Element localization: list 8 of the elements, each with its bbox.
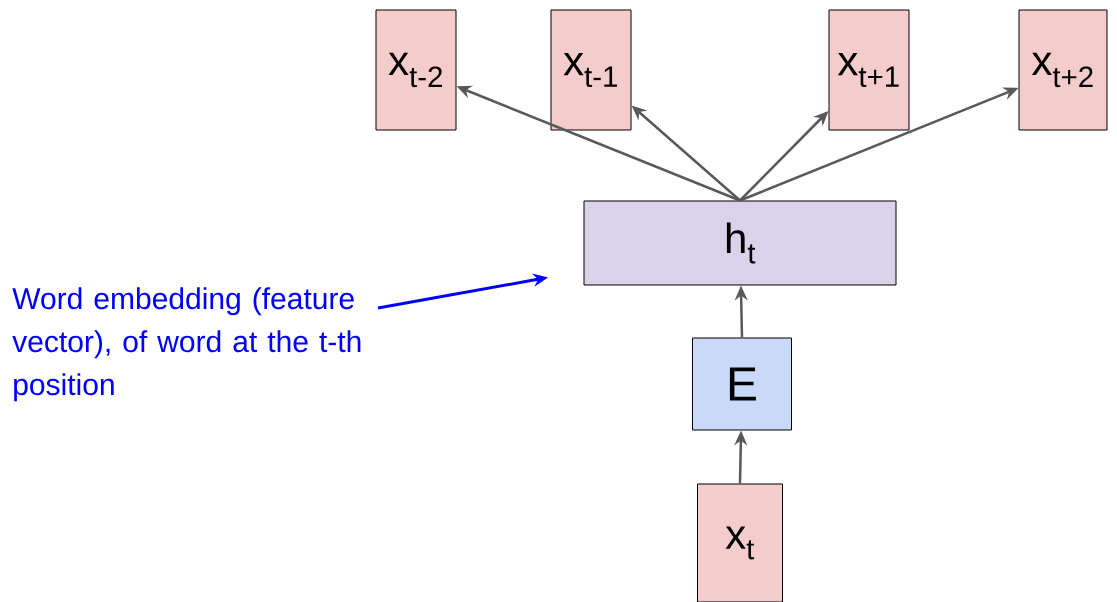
word-box: x$_{t-2}$ bbox=[375, 9, 457, 131]
annotation-text: Word embedding (feature vector), of word at the t-th position bbox=[12, 287, 361, 402]
word-box: x$_{t}$ bbox=[697, 483, 783, 602]
word-box: x$_{t+1}$ bbox=[828, 9, 910, 131]
word-box: x$_{t+2}$ bbox=[1018, 9, 1108, 131]
embedding-box: E bbox=[692, 337, 792, 431]
word-box: x$_{t-1}$ bbox=[550, 9, 632, 131]
hidden-layer-box: h$_{t}$ bbox=[583, 200, 897, 286]
